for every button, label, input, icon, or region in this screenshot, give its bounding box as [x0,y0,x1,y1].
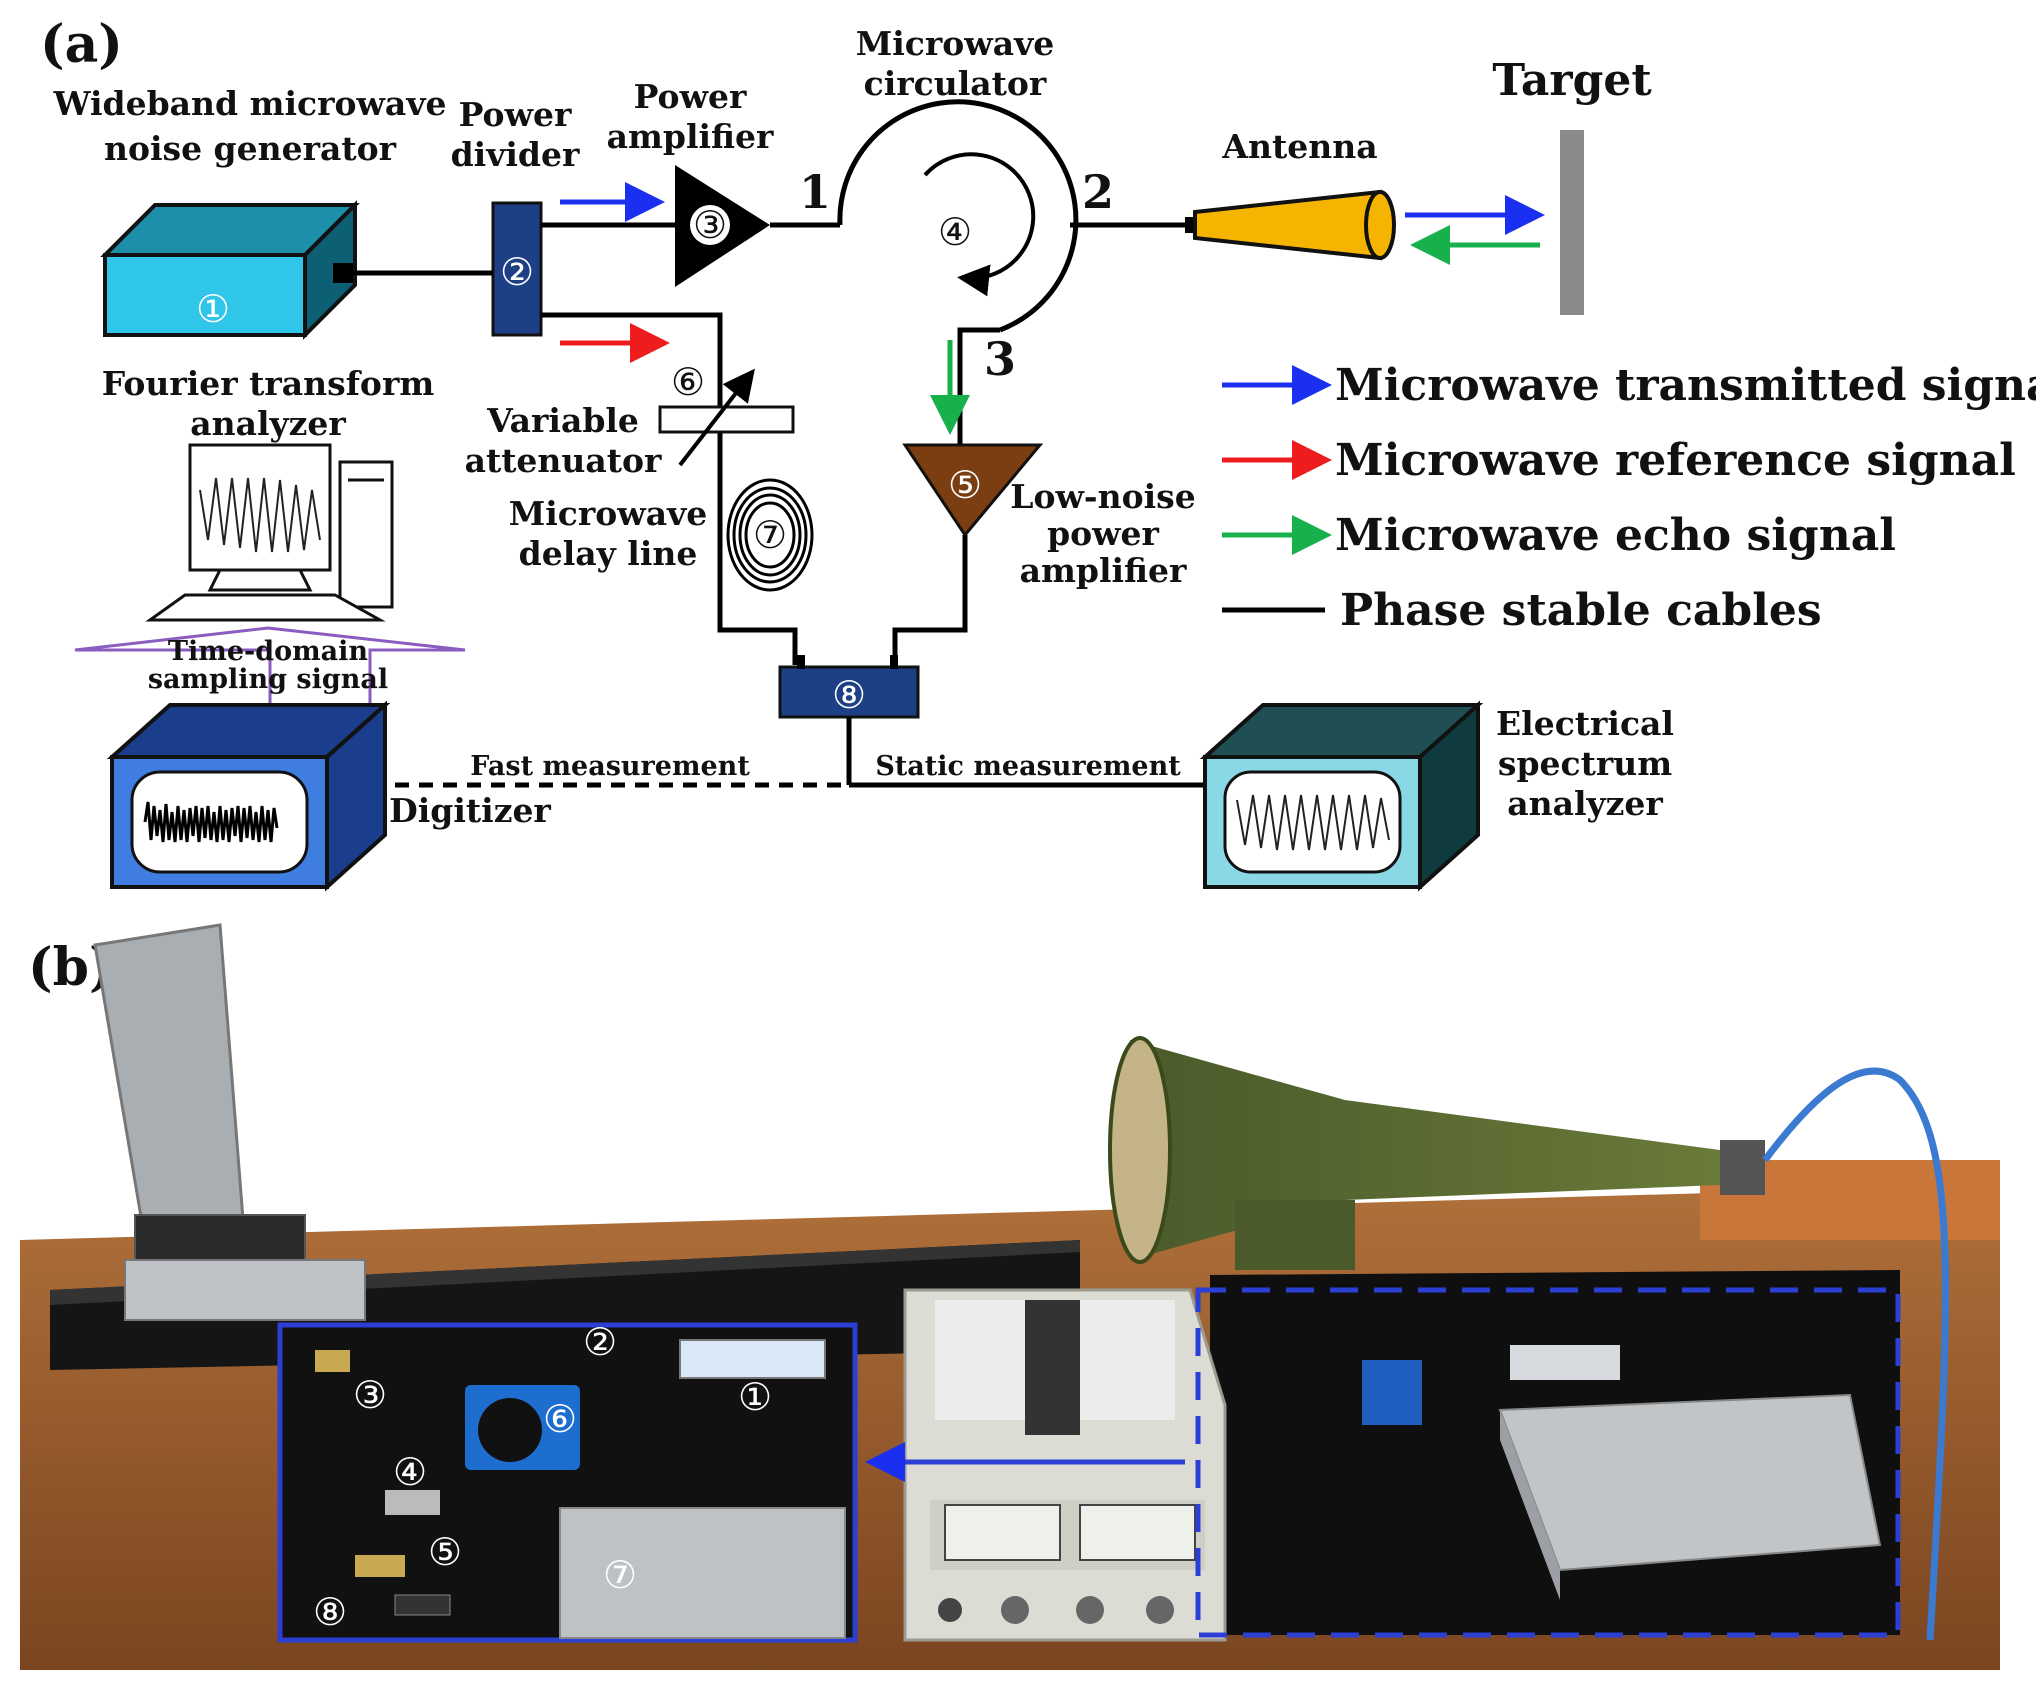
photo-marker-3: ③ [353,1373,387,1417]
sampling-arrow: Time-domain sampling signal [74,626,466,707]
electrical-spectrum-analyzer [1199,700,1484,892]
legend-echo: Microwave echo signal [1335,510,1896,561]
power-amplifier-label-2: amplifier [607,117,774,156]
circulator-label-1: Microwave [856,24,1055,63]
panel-a-label: (a) [40,14,123,75]
marker-8: ⑧ [832,673,866,717]
target-plate [93,923,366,1321]
lna-label-2: power [1047,514,1159,553]
esa-label-2: spectrum [1498,744,1672,783]
marker-7: ⑦ [753,513,787,557]
marker-1: ① [196,287,230,331]
legend-cables: Phase stable cables [1340,585,1822,636]
variable-attenuator: ⑥ [658,360,795,467]
power-amplifier: ③ [541,165,770,287]
microwave-delay-line [726,478,814,592]
static-measurement-label: Static measurement [875,751,1181,782]
noise-generator-label-2: noise generator [104,129,397,168]
sampling-label-2: sampling signal [148,664,388,695]
mixer: ⑧ [778,655,920,785]
lna-label-1: Low-noise [1010,477,1195,516]
antenna [1185,189,1396,261]
fourier-analyzer-label-1: Fourier transform [102,364,435,403]
photo-marker-2: ② [583,1320,617,1364]
noise-generator: ① [100,200,360,340]
power-divider-label-2: divider [451,135,580,174]
photo-marker-1: ① [738,1375,772,1419]
marker-2: ② [500,250,534,294]
panel-b: (b) [20,923,2000,1670]
esa-label-3: analyzer [1507,784,1663,823]
low-noise-amplifier: ⑤ [892,443,1044,665]
circulator-label-2: circulator [864,64,1047,103]
right-aluminum-box [1362,1345,1882,1600]
port-2: 2 [1082,165,1114,219]
fourier-analyzer-label-2: analyzer [190,404,346,443]
circulator: ④ 1 2 3 [770,99,1190,450]
digitizer [106,700,391,892]
legend: Microwave transmitted signal Microwave r… [1222,360,2036,636]
horn-antenna-photo [1108,1036,1949,1641]
digitizer-label: Digitizer [389,791,551,830]
port-3: 3 [984,332,1016,386]
attenuator-label-2: attenuator [465,441,662,480]
esa-label-1: Electrical [1496,704,1674,743]
marker-3: ③ [693,203,727,247]
marker-5: ⑤ [948,463,982,507]
antenna-label: Antenna [1221,127,1377,166]
fourier-transform-analyzer [145,443,394,622]
photo-marker-7: ⑦ [603,1553,637,1597]
port-1: 1 [799,165,831,219]
photo-marker-6: ⑥ [543,1397,577,1441]
legend-reference: Microwave reference signal [1335,435,2016,486]
marker-4: ④ [938,210,972,254]
lna-label-3: amplifier [1020,551,1187,590]
inset-source-region [1195,1287,1901,1638]
photo-marker-8: ⑧ [313,1590,347,1634]
sampling-label-1: Time-domain [168,636,369,667]
reference-path [541,312,798,665]
photo-marker-5: ⑤ [428,1530,462,1574]
inset-left: ② ① ③ ⑥ ④ ⑤ ⑦ ⑧ [277,1320,858,1643]
delay-line-label-2: delay line [519,534,698,573]
power-amplifier-label-1: Power [634,77,747,116]
photo-marker-4: ④ [393,1450,427,1494]
target [1560,130,1584,315]
marker-6: ⑥ [671,360,705,404]
delay-line-label-1: Microwave [509,494,708,533]
power-divider-label-1: Power [459,95,572,134]
noise-generator-label-1: Wideband microwave [52,84,446,123]
attenuator-label-1: Variable [486,401,639,440]
target-label: Target [1492,55,1652,106]
panel-a: (a) ① Wideband microwave noise generator… [40,14,2036,892]
legend-transmitted: Microwave transmitted signal [1335,360,2036,411]
fast-measurement-label: Fast measurement [470,751,750,782]
power-divider: ② [491,201,543,337]
power-supply-photo [903,1288,1227,1642]
